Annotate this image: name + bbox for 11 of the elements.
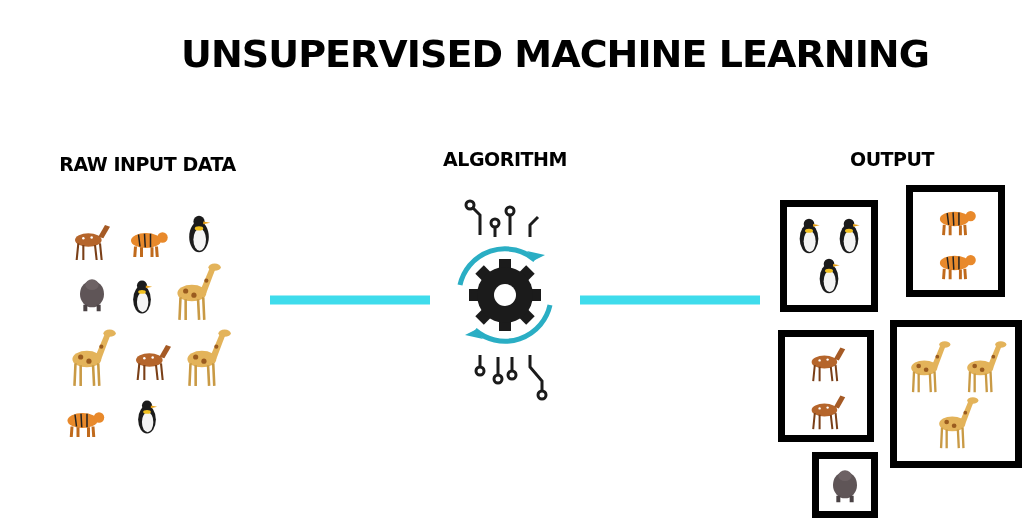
connector-bar bbox=[270, 295, 430, 305]
group-frame bbox=[890, 320, 1022, 468]
section-heading: RAW INPUT DATA bbox=[58, 152, 237, 177]
group-frame bbox=[780, 200, 878, 312]
section-heading: ALGORITHM bbox=[442, 147, 568, 172]
title: UNSUPERVISED MACHINE LEARNING bbox=[180, 31, 930, 78]
section-heading: OUTPUT bbox=[849, 147, 936, 172]
group-frame bbox=[812, 452, 878, 518]
group-frame bbox=[906, 185, 1005, 297]
group-frame bbox=[778, 330, 874, 442]
connector-bar bbox=[580, 295, 760, 305]
